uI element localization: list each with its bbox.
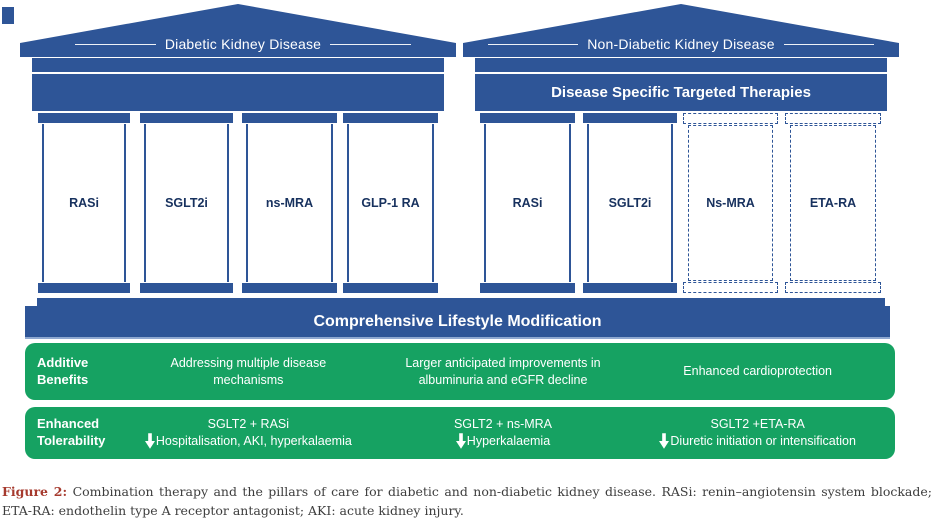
- pillar-label: Ns-MRA: [706, 196, 755, 210]
- row-label: Additive Benefits: [37, 355, 121, 389]
- tolerability-cell: SGLT2 + RASi Hospitalisation, AKI, hyper…: [121, 416, 376, 450]
- pillar-capital: [683, 113, 778, 124]
- pillar-capital: [140, 113, 233, 123]
- pillar-shaft: SGLT2i: [144, 124, 229, 282]
- base-label: Comprehensive Lifestyle Modification: [313, 312, 602, 330]
- cell-line-text: albuminuria and eGFR decline: [418, 372, 588, 387]
- pediment-line: [783, 43, 874, 45]
- pediment-title: Non-Diabetic Kidney Disease: [587, 36, 775, 52]
- benefit-cell: Larger anticipated improvements in album…: [376, 355, 631, 389]
- pillar-plinth: [480, 283, 575, 293]
- pillar-shaft: ns-MRA: [246, 124, 333, 282]
- pillar-plinth: [242, 283, 337, 293]
- pillar-label: SGLT2i: [165, 196, 208, 210]
- enhanced-tolerability-row: Enhanced Tolerability SGLT2 + RASi Hospi…: [25, 407, 895, 459]
- cell-line: Enhanced cardioprotection: [683, 364, 833, 379]
- cell-line: SGLT2 +ETA-RA: [710, 417, 805, 432]
- pillar-label: RASi: [69, 196, 99, 210]
- pediment-title-row: Diabetic Kidney Disease: [20, 36, 456, 52]
- pillar-capital: [343, 113, 438, 123]
- pillar-capital: [785, 113, 881, 124]
- pediment-title-row: Non-Diabetic Kidney Disease: [463, 36, 899, 52]
- pillar-shaft: RASi: [42, 124, 126, 282]
- additive-benefits-row: Additive Benefits Addressing multiple di…: [25, 343, 895, 400]
- cell-line-text: Hospitalisation, AKI, hyperkalaemia: [155, 434, 352, 448]
- pillar-label: RASi: [512, 196, 543, 210]
- down-arrow-icon: [455, 433, 466, 450]
- cell-line-text: Hyperkalaemia: [466, 434, 551, 448]
- pillar-capital: [583, 113, 677, 123]
- eave: [463, 43, 899, 57]
- architrave: Disease Specific Targeted Therapies: [475, 74, 887, 111]
- pillar-ns-mra-ndkd: Ns-MRA: [683, 113, 778, 293]
- pillar-capital: [242, 113, 337, 123]
- pillar-rasi-ndkd: RASi: [480, 113, 575, 293]
- stylobate-step: [37, 298, 885, 306]
- cell-line: SGLT2 + RASi: [207, 417, 290, 432]
- pillar-sglt2i-ndkd: SGLT2i: [583, 113, 677, 293]
- row-label: Enhanced Tolerability: [37, 416, 121, 450]
- pillar-plinth: [583, 283, 677, 293]
- pillar-label: ns-MRA: [265, 196, 314, 210]
- decorative-fragment: [2, 7, 14, 24]
- cell-line: SGLT2 + ns-MRA: [453, 417, 553, 432]
- cell-line: Hyperkalaemia: [455, 433, 551, 450]
- pillar-shaft: GLP-1 RA: [347, 124, 434, 282]
- tolerability-cell: SGLT2 + ns-MRA Hyperkalaemia: [376, 416, 631, 450]
- cell-line: albuminuria and eGFR decline: [419, 372, 588, 389]
- pillar-label: ETA-RA: [809, 196, 857, 210]
- pillar-plinth: [683, 282, 778, 293]
- pillar-capital: [480, 113, 575, 123]
- pillar-shaft: SGLT2i: [587, 124, 673, 282]
- pillar-capital: [38, 113, 130, 123]
- pillar-plinth: [343, 283, 438, 293]
- pillar-label: SGLT2i: [608, 196, 652, 210]
- architrave-label: Disease Specific Targeted Therapies: [551, 84, 811, 101]
- frieze: [32, 58, 444, 72]
- pillar-shaft: Ns-MRA: [688, 125, 773, 281]
- pillar-glp1-ra: GLP-1 RA: [343, 113, 438, 293]
- frieze: [475, 58, 887, 72]
- benefit-cell: Addressing multiple disease mechanisms: [121, 355, 376, 389]
- architrave: [32, 74, 444, 111]
- pillar-plinth: [38, 283, 130, 293]
- row-label-line: Enhanced: [37, 416, 100, 432]
- temple-non-diabetic: Non-Diabetic Kidney Disease Disease Spec…: [463, 4, 899, 111]
- cell-line: Diuretic initiation or intensification: [659, 433, 856, 450]
- pillar-shaft: RASi: [484, 124, 571, 282]
- row-label-line: Additive: [37, 354, 89, 370]
- temple-diabetic: Diabetic Kidney Disease: [20, 4, 456, 111]
- down-arrow-icon: [659, 433, 670, 450]
- row-label-line: Benefits: [37, 371, 89, 387]
- pediment-title: Diabetic Kidney Disease: [164, 36, 322, 52]
- benefit-cell: Enhanced cardioprotection: [630, 363, 885, 380]
- cell-line-text: Diuretic initiation or intensification: [670, 434, 856, 448]
- cell-line: Hospitalisation, AKI, hyperkalaemia: [144, 433, 352, 450]
- cell-line: mechanisms: [213, 372, 283, 389]
- pediment-line: [330, 43, 412, 45]
- cell-line-text: mechanisms: [213, 372, 284, 387]
- pediment-line: [488, 43, 579, 45]
- pillar-shaft: ETA-RA: [790, 125, 876, 281]
- figure-caption: Figure 2: Combination therapy and the pi…: [2, 483, 932, 521]
- down-arrow-icon: [144, 433, 155, 450]
- pillar-sglt2i: SGLT2i: [140, 113, 233, 293]
- pediment-line: [75, 43, 156, 45]
- figure-caption-text: Combination therapy and the pillars of c…: [2, 484, 932, 518]
- pillar-plinth: [785, 282, 881, 293]
- eave: [20, 43, 456, 57]
- row-label-line: Tolerability: [37, 433, 106, 448]
- pillar-plinth: [140, 283, 233, 293]
- tolerability-cell: SGLT2 +ETA-RA Diuretic initiation or int…: [630, 416, 885, 450]
- pillar-ns-mra: ns-MRA: [242, 113, 337, 293]
- cell-line: Larger anticipated improvements in: [405, 355, 601, 370]
- pillar-label: GLP-1 RA: [361, 196, 420, 210]
- pillar-eta-ra-ndkd: ETA-RA: [785, 113, 881, 293]
- cell-line: Addressing multiple disease: [170, 355, 327, 370]
- figure-caption-label: Figure 2:: [2, 484, 68, 499]
- stylobate: Comprehensive Lifestyle Modification: [25, 306, 890, 339]
- pillar-rasi: RASi: [38, 113, 130, 293]
